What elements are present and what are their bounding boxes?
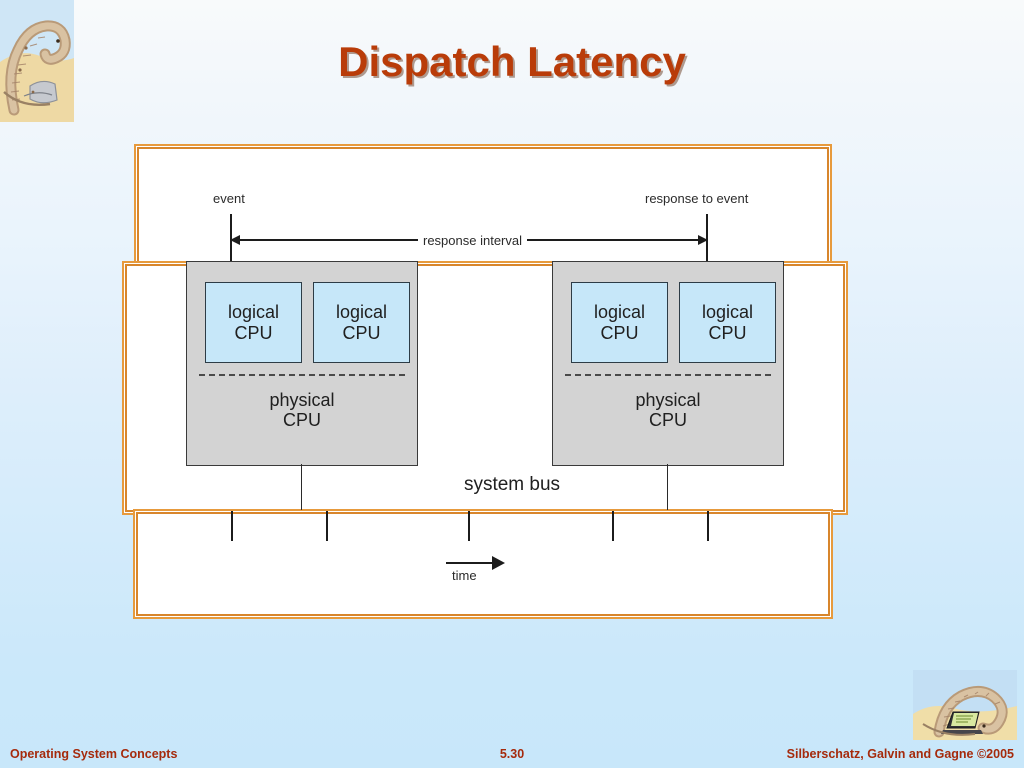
physical-cpu-block-left: logical CPU logical CPU physical CPU: [186, 261, 418, 466]
logical-cpu-line2: CPU: [234, 322, 273, 343]
physical-cpu-line1: physical: [269, 390, 335, 410]
physical-cpu-label: physical CPU: [187, 390, 417, 430]
time-axis-arrow: [446, 562, 496, 564]
logical-cpu-box: logical CPU: [313, 282, 410, 363]
footer-left-text: Operating System Concepts: [10, 747, 178, 761]
physical-cpu-block-right: logical CPU logical CPU physical CPU: [552, 261, 784, 466]
logical-cpu-line2: CPU: [600, 322, 639, 343]
page-title: Dispatch Latency: [338, 38, 686, 85]
physical-cpu-line2: CPU: [282, 410, 321, 431]
logical-cpu-line1: logical: [701, 302, 754, 323]
dinosaur-laptop-icon: [913, 670, 1017, 740]
callout-frame-bottom: [133, 509, 833, 619]
dinosaur-mascot-icon: [0, 0, 74, 122]
event-label: event: [213, 191, 245, 206]
logical-cpu-line2: CPU: [342, 322, 381, 343]
physical-cpu-label: physical CPU: [553, 390, 783, 430]
logical-cpu-line1: logical: [335, 302, 388, 323]
timeline-tick: [468, 511, 470, 541]
logical-cpu-line2: CPU: [708, 322, 747, 343]
logical-cpu-box: logical CPU: [679, 282, 776, 363]
system-bus-label: system bus: [463, 474, 561, 495]
slide-number: 5.30: [499, 747, 525, 761]
logical-cpu-line1: logical: [227, 302, 280, 323]
timeline-tick: [231, 511, 233, 541]
system-bus-connector-right: [667, 464, 668, 510]
physical-cpu-line2: CPU: [648, 410, 687, 431]
logical-cpu-box: logical CPU: [205, 282, 302, 363]
arrow-head-right-icon: [698, 235, 708, 245]
logical-physical-divider: [199, 374, 405, 376]
logical-physical-divider: [565, 374, 771, 376]
time-label: time: [452, 568, 477, 583]
response-interval-label: response interval: [418, 233, 527, 248]
timeline-tick: [326, 511, 328, 541]
logical-cpu-box: logical CPU: [571, 282, 668, 363]
response-to-event-label: response to event: [645, 191, 749, 206]
timeline-tick: [707, 511, 709, 541]
system-bus-connector-left: [301, 464, 302, 510]
physical-cpu-line1: physical: [635, 390, 701, 410]
arrow-head-left-icon: [230, 235, 240, 245]
time-arrow-head-icon: [492, 556, 505, 570]
logical-cpu-line1: logical: [593, 302, 646, 323]
timeline-tick: [612, 511, 614, 541]
footer-copyright: Silberschatz, Galvin and Gagne ©2005: [786, 747, 1014, 761]
